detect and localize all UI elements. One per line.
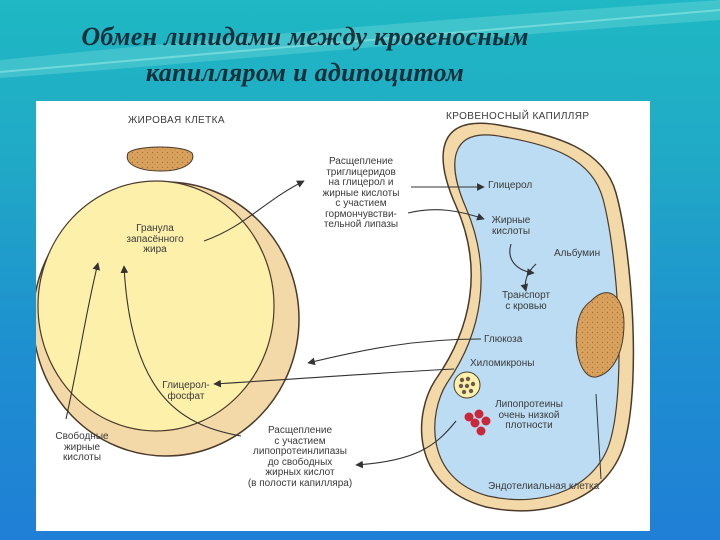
vldl-particles	[464, 409, 491, 436]
endothelial-nucleus	[575, 292, 625, 378]
arrow-glucose-to-fat-cell	[307, 338, 482, 366]
arrow-fa-to-albumin	[509, 243, 535, 276]
title-line-1: Обмен липидами между кровеносным	[81, 22, 529, 51]
arrow-chylomicrons-to-glycerol-phosphate	[213, 368, 455, 388]
capillary-label: КРОВЕНОСНЫЙ КАПИЛЛЯР	[446, 111, 590, 122]
chylomicrons-label: Хиломикроны	[470, 358, 535, 369]
arrow-free-fa-to-granule	[65, 262, 101, 420]
endothelial-label: Эндотелиальная клетка	[488, 481, 600, 492]
fat-cell-label: ЖИРОВАЯ КЛЕТКА	[128, 115, 225, 126]
glucose-label: Глюкоза	[484, 334, 523, 345]
glycerol-phosphate-label: Глицерол-фосфат	[162, 380, 210, 402]
chylomicron	[453, 371, 481, 399]
arrow-breakdown-to-fatty-acids	[407, 209, 485, 221]
title-line-2: капилляром и адипоцитом	[145, 58, 465, 87]
fat-cell-nucleus	[126, 146, 194, 172]
albumin-label: Альбумин	[554, 248, 601, 259]
pointer-endothelial	[595, 393, 602, 480]
glycerol-label: Глицерол	[488, 180, 533, 191]
fat-droplet	[37, 180, 275, 432]
background-swoosh	[0, 0, 720, 78]
diagram-panel: ЖИРОВАЯ КЛЕТКА КРОВЕНОСНЫЙ КАПИЛЛЯР Гран…	[36, 101, 650, 531]
arrow-albumin-to-transport	[520, 263, 537, 292]
diagram-drawing	[36, 122, 635, 512]
arrow-granule-to-breakdown	[203, 180, 305, 242]
arrow-vldl-to-lpl	[355, 420, 457, 469]
arrow-lpl-to-granule	[120, 265, 242, 437]
capillary-lumen	[434, 134, 620, 501]
